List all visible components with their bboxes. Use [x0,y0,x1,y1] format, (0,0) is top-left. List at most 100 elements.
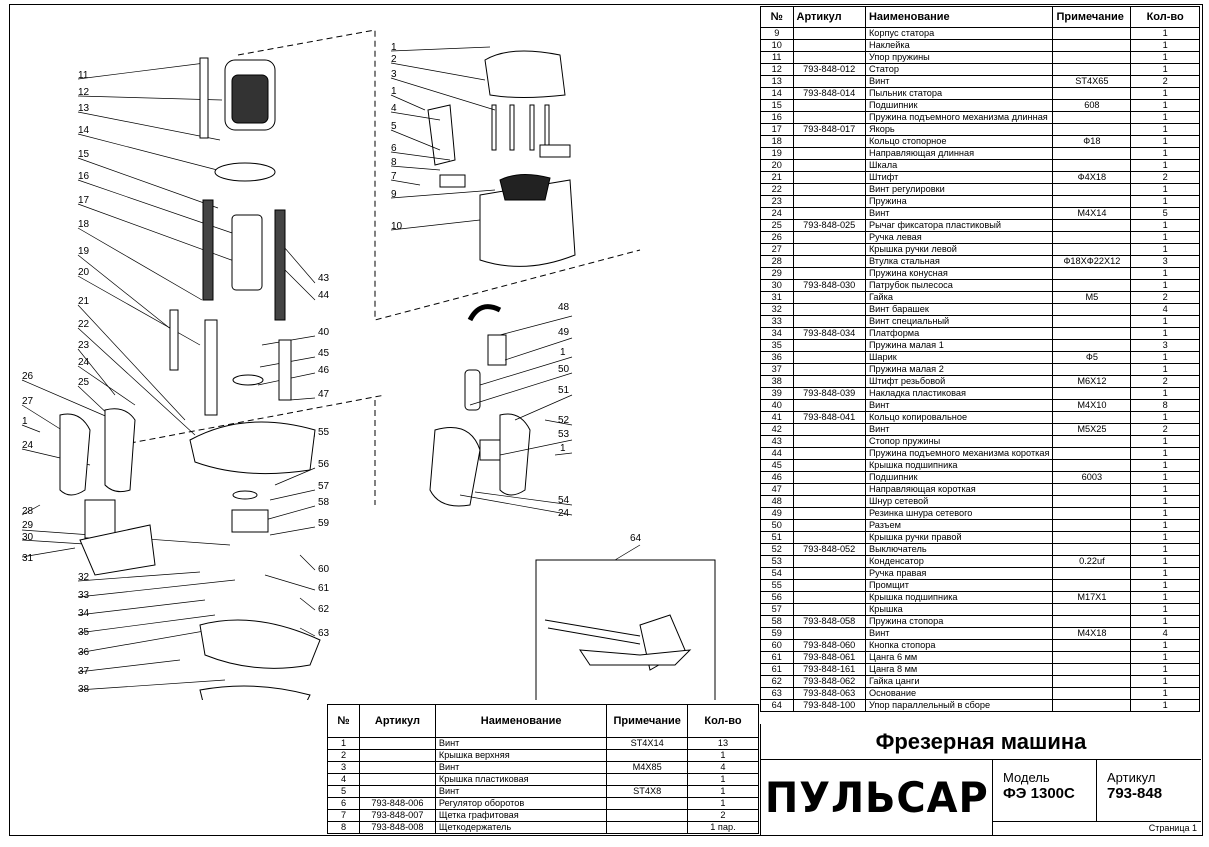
callout-38: 38 [78,684,90,695]
callout-upper-3: 3 [391,69,397,80]
cell-note [1052,327,1132,340]
callout-45: 45 [318,348,330,359]
article-label: Артикул [1107,770,1156,785]
callout-54: 54 [558,495,570,506]
cell-qty: 2 [1130,75,1200,88]
cell-note [1052,567,1132,580]
cell-article [792,447,866,460]
callout-48: 48 [558,302,570,313]
cell-article [792,603,866,616]
cell-article: 793-848-025 [792,219,866,232]
cell-qty: 1 [1130,555,1200,568]
cell-note [1052,39,1132,52]
cell-num: 37 [760,363,794,376]
cell-num: 52 [760,543,794,556]
table-header-row: № Артикул Наименование Примечание Кол-во [760,6,1200,28]
cell-qty: 1 [1130,363,1200,376]
cell-num: 11 [760,51,794,64]
cell-num: 32 [760,303,794,316]
cell-qty: 1 [1130,27,1200,40]
cell-article [792,39,866,52]
cell-num: 2 [326,749,361,762]
cell-article [359,737,436,750]
cell-qty: 1 [686,749,760,762]
cell-note: M4X85 [606,761,688,774]
cell-note [1052,579,1132,592]
cell-qty: 1 [1130,411,1200,424]
cell-qty: 1 [1130,63,1200,76]
cell-article [792,99,866,112]
cell-qty: 4 [686,761,760,774]
callout-52: 52 [558,415,570,426]
cell-name: Штифт резьбовой [864,375,1054,388]
cell-article [792,183,866,196]
callout-60: 60 [318,564,330,575]
cell-article [792,519,866,532]
callout-40: 40 [318,327,330,338]
cell-qty: 1 [1130,159,1200,172]
cell-article [792,51,866,64]
cell-note [1052,147,1132,160]
callout-upper-5: 5 [391,121,397,132]
cell-name: Штифт [864,171,1054,184]
callout-14: 14 [78,125,90,136]
cell-num: 15 [760,99,794,112]
cell-note [1052,507,1132,520]
cell-article: 793-848-030 [792,279,866,292]
cell-name: Винт [864,423,1054,436]
cell-qty: 1 [1130,111,1200,124]
cell-article [792,291,866,304]
cell-num: 26 [760,231,794,244]
cell-num: 60 [760,639,794,652]
header-num: № [760,6,794,28]
callout-37: 37 [78,666,90,677]
cell-num: 61 [760,663,794,676]
cell-name: Винт [864,207,1054,220]
cell-article [792,531,866,544]
callout-34: 34 [78,608,90,619]
cell-note: M17X1 [1052,591,1132,604]
cell-qty: 1 [1130,543,1200,556]
header-note: Примечание [606,704,688,738]
exploded-diagram: 11 12 13 14 15 16 17 18 19 20 21 22 23 2… [21,29,716,700]
cell-num: 14 [760,87,794,100]
cell-qty: 1 [1130,39,1200,52]
cell-num: 8 [326,821,361,834]
callout-47: 47 [318,389,330,400]
cell-qty: 1 [1130,495,1200,508]
cell-num: 40 [760,399,794,412]
cell-note [1052,675,1132,688]
cell-num: 58 [760,615,794,628]
cell-num: 16 [760,111,794,124]
callout-43: 43 [318,273,330,284]
cell-qty: 1 [1130,663,1200,676]
cell-num: 36 [760,351,794,364]
callout-50: 50 [558,364,570,375]
cell-name: Наклейка [864,39,1054,52]
cell-qty: 1 [1130,471,1200,484]
cell-qty: 1 [1130,315,1200,328]
callout-46: 46 [318,365,330,376]
cell-article [792,459,866,472]
cell-num: 27 [760,243,794,256]
cell-note [1052,495,1132,508]
cell-note [1052,51,1132,64]
callout-29: 29 [22,520,34,531]
cell-note: Ф4X18 [1052,171,1132,184]
cell-num: 30 [760,279,794,292]
cell-article [792,483,866,496]
cell-qty: 1 [686,797,760,810]
callout-36: 36 [78,647,90,658]
